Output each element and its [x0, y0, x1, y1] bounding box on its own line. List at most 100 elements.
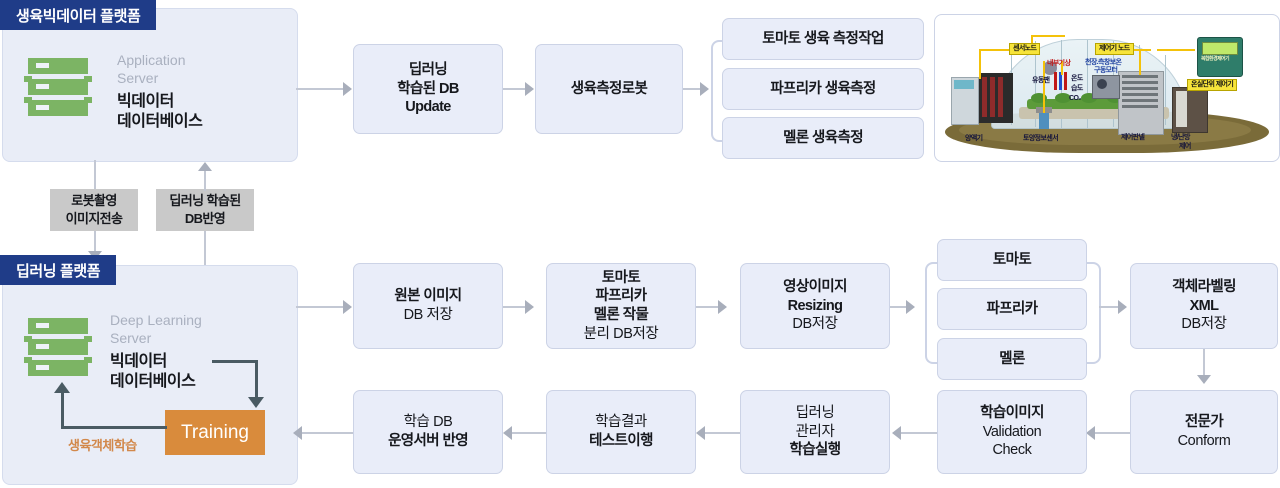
node-expert-conform[interactable]: 전문가 Conform: [1130, 390, 1278, 474]
node-tomato[interactable]: 토마토: [937, 239, 1087, 281]
greenhouse-label-roof-side-insulation: 천장.측창보온: [1085, 59, 1122, 66]
node-line: 분리 DB저장: [583, 325, 659, 342]
middle-branch-bracket-left: [925, 262, 939, 364]
node-line: 멜론: [999, 350, 1025, 367]
node-melon-growth-measurement[interactable]: 멜론 생육측정: [722, 117, 924, 159]
bigdata-server-subtitle-line1: Application: [117, 52, 186, 68]
node-line: 원본 이미지: [394, 288, 462, 305]
node-object-labeling-xml-db-save[interactable]: 객체라벨링 XML DB저장: [1130, 263, 1278, 349]
dl-server-title-line1: 빅데이터: [110, 353, 167, 370]
branch-to-labeling-arrow: [1118, 300, 1127, 314]
node-line: XML: [1189, 297, 1219, 314]
node-training-image-validation-check[interactable]: 학습이미지 Validation Check: [937, 390, 1087, 474]
growth-object-learning-label: 생육객체학습: [68, 438, 137, 453]
node-growth-measuring-robot[interactable]: 생육측정로봇: [535, 44, 683, 134]
node-image-resizing-db-save[interactable]: 영상이미지 Resizing DB저장: [740, 263, 890, 349]
training-button[interactable]: Training: [165, 410, 265, 455]
validation-to-manager-arrow: [892, 426, 901, 440]
greenhouse-label-soil-info-sensor: 토양정보센서: [1023, 135, 1059, 142]
sensor-node-line-left-down: [979, 49, 981, 79]
testresult-to-opsdb-line: [509, 432, 546, 434]
labeling-to-expert-line: [1203, 349, 1205, 377]
expert-to-validation-line: [1092, 432, 1130, 434]
training-return-segment: [61, 426, 167, 429]
deeplearning-server-text: Deep Learning Server 빅데이터 데이터베이스: [110, 312, 202, 392]
robot-to-branch-line: [683, 88, 705, 90]
greenhouse-label-nutrient-machine: 양액기: [965, 135, 983, 142]
manager-to-testresult-line: [702, 432, 740, 434]
training-loop-segment-right-down: [255, 360, 258, 398]
node-line: 토마토: [992, 251, 1032, 268]
node-original-image-db-save[interactable]: 원본 이미지 DB 저장: [353, 263, 503, 349]
node-paprika-growth-measurement[interactable]: 파프리카 생육측정: [722, 68, 924, 110]
node-line: 운영서버 반영: [388, 433, 468, 449]
training-loop-arrow-down: [248, 397, 264, 408]
top-branch-bracket: [711, 40, 725, 142]
server-rack-icon: [24, 318, 92, 376]
controller-to-device-line: [1157, 49, 1195, 51]
node-line: 학습된 DB: [397, 80, 459, 97]
db-reflect-line-lower: [204, 231, 206, 265]
node-line: Conform: [1177, 433, 1231, 449]
original-to-crop-line: [503, 306, 531, 308]
greenhouse-label-internal-weather: 내부기상: [1047, 60, 1071, 67]
greenhouse-illustration: 복합환경제어기 센서노드 제어기 노드 온실단위 제어기 내부기상 천장.측창보…: [935, 15, 1279, 161]
node-deep-learning-db-update[interactable]: 딥러닝 학습된 DB Update: [353, 44, 503, 134]
greenhouse-label-circulation-fan: 유동팬: [1032, 77, 1050, 84]
node-line: 학습 DB: [403, 414, 453, 431]
training-loop-segment-top: [212, 360, 258, 363]
bigdata-server-title-line1: 빅데이터: [117, 93, 174, 110]
crop-to-resize-arrow: [718, 300, 727, 314]
node-line: DB 저장: [403, 307, 453, 323]
node-melon[interactable]: 멜론: [937, 338, 1087, 380]
dl-server-subtitle-line1: Deep Learning: [110, 312, 202, 328]
node-line: 파프리카: [986, 300, 1039, 317]
caption-line-1: 로봇촬영: [71, 193, 117, 209]
node-line: 딥러닝: [408, 62, 448, 79]
greenhouse-sensor-diagram: 복합환경제어기 센서노드 제어기 노드 온실단위 제어기 내부기상 천장.측창보…: [934, 14, 1280, 162]
validation-to-manager-line: [898, 432, 937, 434]
greenhouse-label-hvac: 냉/난방: [1171, 134, 1190, 141]
greenhouse-label-co2: CO₂: [1069, 95, 1081, 102]
node-line: 멜론 생육측정: [783, 129, 863, 146]
bigdata-platform-title: 생육빅데이터 플랫폼: [0, 0, 157, 30]
node-line: 파프리카 생육측정: [770, 80, 876, 97]
node-line: 멜론 작물: [593, 307, 649, 323]
node-training-db-apply-to-ops-server[interactable]: 학습 DB 운영서버 반영: [353, 390, 503, 474]
update-to-robot-line: [503, 88, 531, 90]
node-line: 학습이미지: [980, 405, 1044, 422]
greenhouse-label-temperature: 온도: [1071, 75, 1083, 82]
node-line: Update: [405, 99, 451, 116]
training-return-segment-up: [61, 392, 64, 428]
bigdata-to-update-arrow: [343, 82, 352, 96]
db-reflect-arrow: [198, 162, 212, 171]
node-line: 토마토 생육 측정작업: [762, 30, 884, 47]
node-line: 학습결과: [595, 414, 647, 431]
bigdata-server-title-line2: 데이터베이스: [117, 113, 203, 130]
node-paprika[interactable]: 파프리카: [937, 288, 1087, 330]
controller-node-line-down: [1139, 49, 1141, 75]
branch-to-labeling-line: [1099, 306, 1123, 308]
node-training-result-test-execution[interactable]: 학습결과 테스트이행: [546, 390, 696, 474]
greenhouse-tag-controller-node: 제어기 노드: [1095, 43, 1134, 55]
robot-image-transfer-line-lower: [94, 231, 96, 253]
node-line: Validation: [982, 423, 1042, 440]
greenhouse-label-humidity: 습도: [1071, 85, 1083, 92]
labeling-to-expert-arrow: [1197, 375, 1211, 384]
update-to-robot-arrow: [525, 82, 534, 96]
caption-line-1: 딥러닝 학습된: [169, 193, 241, 209]
node-crop-separation-db-save[interactable]: 토마토 파프리카 멜론 작물 분리 DB저장: [546, 263, 696, 349]
node-line: DB저장: [792, 316, 838, 333]
node-tomato-growth-measurement-task[interactable]: 토마토 생육 측정작업: [722, 18, 924, 60]
dl-platform-to-original-line: [296, 306, 344, 308]
node-line: Check: [992, 442, 1032, 459]
greenhouse-label-control-panel: 제어판넬: [1121, 134, 1145, 141]
node-deep-learning-manager-training-run[interactable]: 딥러닝 관리자 학습실행: [740, 390, 890, 474]
bigdata-to-update-line: [296, 88, 344, 90]
dl-server-subtitle-line2: Server: [110, 329, 152, 346]
node-line: 생육측정로봇: [570, 80, 648, 97]
node-line: 딥러닝: [795, 405, 835, 422]
db-reflect-line-upper: [204, 171, 206, 191]
testresult-to-opsdb-arrow: [503, 426, 512, 440]
